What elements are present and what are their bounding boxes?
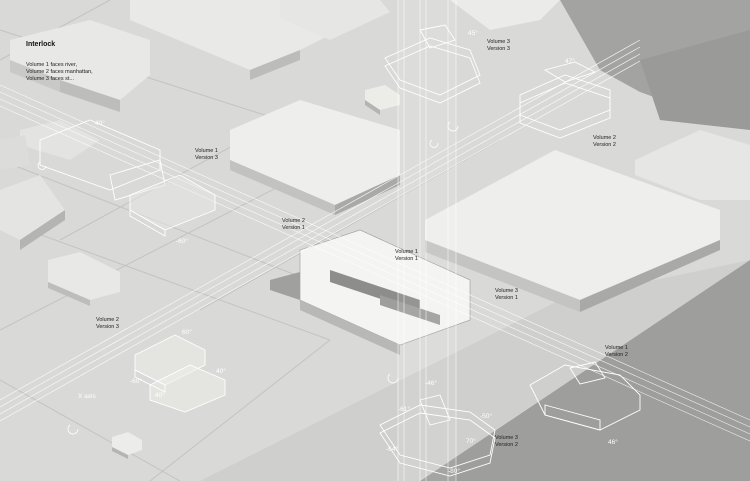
label-volume3-version2: Volume 3 Version 2 bbox=[495, 435, 518, 448]
waterfront bbox=[200, 260, 750, 481]
label-line: Version 3 bbox=[96, 323, 119, 330]
buildings bbox=[0, 0, 750, 459]
label-line: Volume 3 bbox=[487, 39, 510, 45]
label-line: Volume 3 bbox=[495, 288, 518, 294]
angle-label: 40° bbox=[155, 392, 165, 399]
river-pier bbox=[640, 30, 750, 130]
label-line: Version 3 bbox=[195, 154, 218, 161]
label-line: Version 2 bbox=[593, 141, 616, 148]
angle-label: 60° bbox=[182, 329, 192, 336]
label-line: Volume 2 bbox=[282, 218, 305, 224]
angle-label: 47° bbox=[565, 58, 575, 65]
label-line: Version 1 bbox=[282, 224, 305, 231]
label-line: Version 1 bbox=[495, 294, 518, 301]
rotation-arcs bbox=[37, 121, 459, 435]
label-volume2-version3: Volume 2 Version 3 bbox=[96, 317, 119, 330]
axis-label: X axis bbox=[78, 393, 96, 400]
label-volume2-version1: Volume 2 Version 1 bbox=[282, 218, 305, 231]
label-volume1-version3: Volume 1 Version 3 bbox=[195, 148, 218, 161]
note-line: Volume 3 faces st... bbox=[26, 76, 74, 82]
label-volume2-version2: Volume 2 Version 2 bbox=[593, 135, 616, 148]
outline-volumes bbox=[39, 24, 641, 477]
label-volume1-version1: Volume 1 Version 1 bbox=[395, 249, 418, 262]
angle-label: 40° bbox=[95, 120, 105, 127]
note-line: Volume 2 faces manhattan, bbox=[26, 69, 93, 75]
label-line: Volume 1 bbox=[195, 148, 218, 154]
angle-label: 46° bbox=[608, 439, 618, 446]
vertical-axis-band bbox=[398, 0, 456, 481]
angle-label: -61° bbox=[398, 406, 410, 413]
diagram-notes: Volume 1 faces river, Volume 2 faces man… bbox=[26, 62, 93, 83]
angle-label: -50° bbox=[480, 413, 492, 420]
label-line: Version 3 bbox=[487, 45, 510, 52]
angle-label: -60° bbox=[176, 238, 188, 245]
angle-label: 40° bbox=[216, 368, 226, 375]
label-line: Volume 1 bbox=[395, 249, 418, 255]
diagram-title: Interlock bbox=[26, 41, 56, 48]
label-line: Version 1 bbox=[395, 255, 418, 262]
label-line: Version 2 bbox=[605, 351, 628, 358]
label-line: Volume 2 bbox=[593, 135, 616, 141]
angle-label: -80° bbox=[448, 468, 460, 475]
label-line: Volume 1 bbox=[605, 345, 628, 351]
angle-label: 45° bbox=[468, 30, 478, 37]
label-line: Version 2 bbox=[495, 441, 518, 448]
label-volume3-version1: Volume 3 Version 1 bbox=[495, 288, 518, 301]
note-line: Volume 1 faces river, bbox=[26, 62, 78, 68]
label-line: Volume 3 bbox=[495, 435, 518, 441]
label-volume1-version2: Volume 1 Version 2 bbox=[605, 345, 628, 358]
angle-label: 70° bbox=[466, 438, 476, 445]
label-line: Volume 2 bbox=[96, 317, 119, 323]
angle-label: -46° bbox=[425, 380, 437, 387]
angle-label: -64° bbox=[386, 446, 398, 453]
label-volume3-version3: Volume 3 Version 3 bbox=[487, 39, 510, 52]
angle-label: -60° bbox=[130, 378, 142, 385]
